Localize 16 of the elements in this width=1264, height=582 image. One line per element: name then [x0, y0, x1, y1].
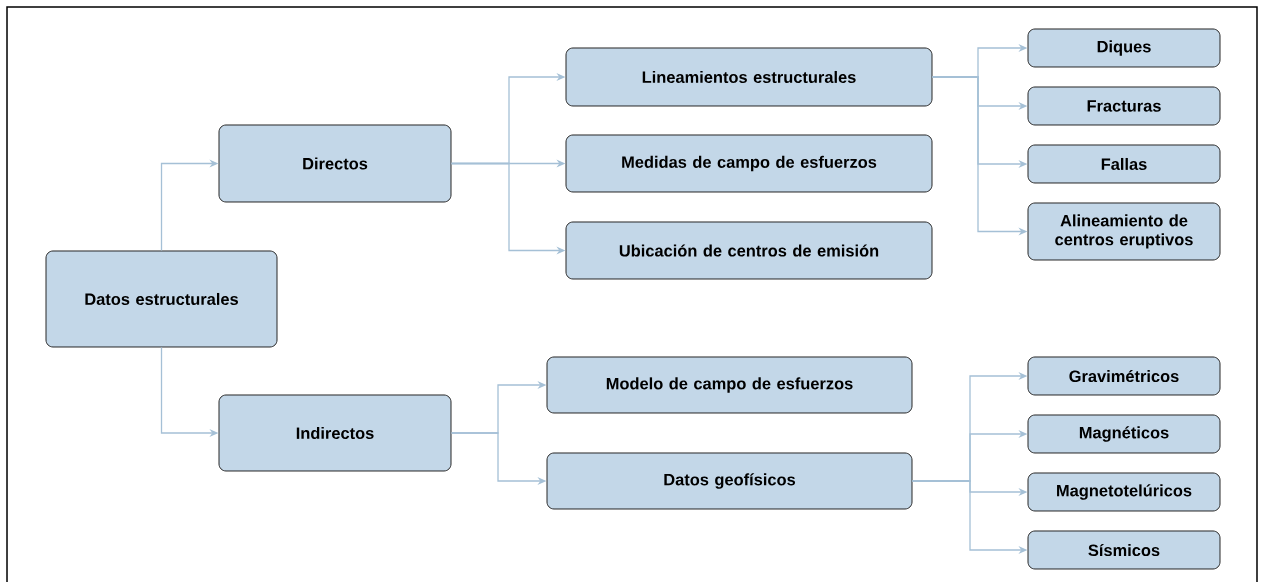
process-box: Diques — [1027, 28, 1221, 68]
process-box: Modelo de campo de esfuerzos — [546, 356, 913, 414]
process-box: Datos geofísicos — [546, 452, 913, 510]
process-box: Sísmicos — [1027, 530, 1221, 570]
process-box: Lineamientos estructurales — [565, 47, 933, 107]
process-box: Magnetotelúricos — [1027, 472, 1221, 512]
process-box: Datos estructurales — [45, 250, 278, 348]
process-box: Indirectos — [218, 394, 452, 472]
process-box: Alineamiento de centros eruptivos — [1027, 202, 1221, 261]
process-box: Directos — [218, 124, 452, 203]
process-box: Ubicación de centros de emisión — [565, 221, 933, 280]
process-box: Medidas de campo de esfuerzos — [565, 134, 933, 193]
process-box: Magnéticos — [1027, 414, 1221, 454]
process-box: Fracturas — [1027, 86, 1221, 126]
process-box: Fallas — [1027, 144, 1221, 184]
process-box: Gravimétricos — [1027, 356, 1221, 396]
